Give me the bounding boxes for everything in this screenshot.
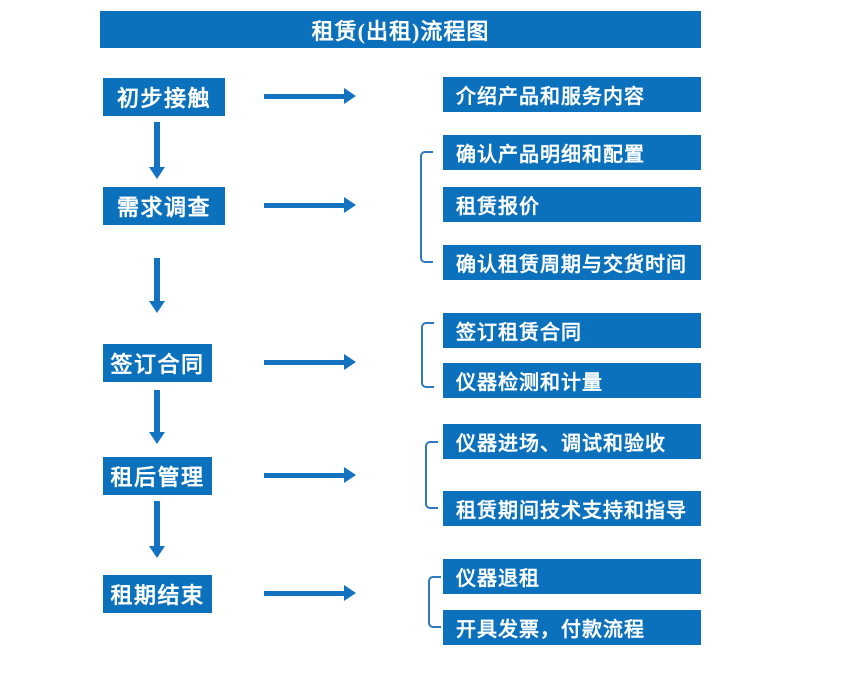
arrow-right-icon	[264, 467, 356, 483]
step-box-demand-survey: 需求调查	[103, 187, 225, 225]
bracket-icon	[428, 576, 441, 628]
page-title: 租赁(出租)流程图	[100, 11, 701, 48]
arrow-down-icon	[149, 390, 165, 444]
detail-box-invoice-payment: 开具发票，付款流程	[443, 610, 701, 645]
bracket-icon	[420, 151, 433, 263]
step-box-post-rental-management: 租后管理	[103, 457, 212, 495]
detail-box-technical-support: 租赁期间技术支持和指导	[443, 491, 701, 526]
detail-box-introduce-products: 介绍产品和服务内容	[443, 77, 701, 112]
arrow-right-icon	[264, 197, 356, 213]
arrow-right-icon	[264, 585, 356, 601]
detail-box-rental-quote: 租赁报价	[443, 187, 701, 222]
detail-box-instrument-return: 仪器退租	[443, 559, 701, 594]
arrow-right-icon	[264, 88, 356, 104]
step-box-sign-contract: 签订合同	[103, 344, 212, 382]
step-box-rental-end: 租期结束	[103, 575, 212, 613]
arrow-right-icon	[264, 354, 356, 370]
step-box-initial-contact: 初步接触	[103, 78, 225, 116]
bracket-icon	[425, 441, 438, 509]
detail-box-sign-rental-contract: 签订租赁合同	[443, 313, 701, 348]
detail-box-instrument-testing: 仪器检测和计量	[443, 363, 701, 398]
arrow-down-icon	[149, 258, 165, 313]
detail-box-confirm-product-details: 确认产品明细和配置	[443, 135, 701, 170]
detail-box-confirm-rental-period: 确认租赁周期与交货时间	[443, 245, 701, 280]
arrow-down-icon	[149, 122, 165, 179]
arrow-down-icon	[149, 501, 165, 558]
detail-box-instrument-setup: 仪器进场、调试和验收	[443, 424, 701, 459]
bracket-icon	[421, 322, 434, 388]
